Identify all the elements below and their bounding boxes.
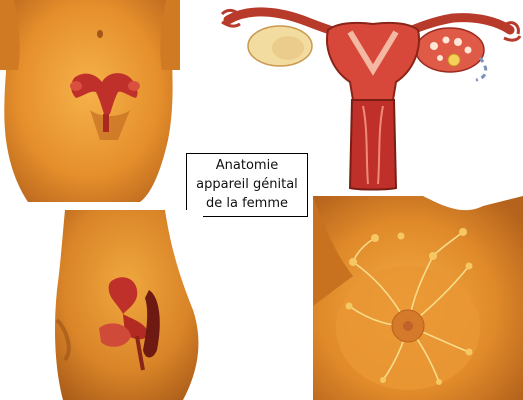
pelvic-organs-icon bbox=[99, 277, 160, 371]
left-ovary-icon bbox=[247, 25, 313, 67]
caption-line-3: de la femme bbox=[206, 196, 288, 211]
dashed-arrow-icon bbox=[475, 57, 488, 82]
side-pelvis-illustration bbox=[53, 210, 203, 400]
caption-line-1: Anatomie bbox=[215, 158, 279, 173]
front-torso-drawing bbox=[0, 0, 180, 202]
right-ovary-icon bbox=[415, 27, 485, 73]
uterus-icon bbox=[70, 73, 140, 132]
breast-glands-drawing bbox=[313, 196, 523, 400]
front-torso-illustration bbox=[0, 0, 180, 202]
nipple-icon bbox=[403, 321, 413, 331]
side-pelvis-drawing bbox=[53, 210, 203, 400]
caption-box: Anatomie appareil génital de la femme bbox=[186, 153, 308, 217]
caption-line-2: appareil génital bbox=[196, 177, 298, 192]
breast-glands-illustration bbox=[313, 196, 523, 400]
lymph-nodes-icon bbox=[345, 228, 473, 385]
uterus-body-icon bbox=[326, 21, 420, 191]
